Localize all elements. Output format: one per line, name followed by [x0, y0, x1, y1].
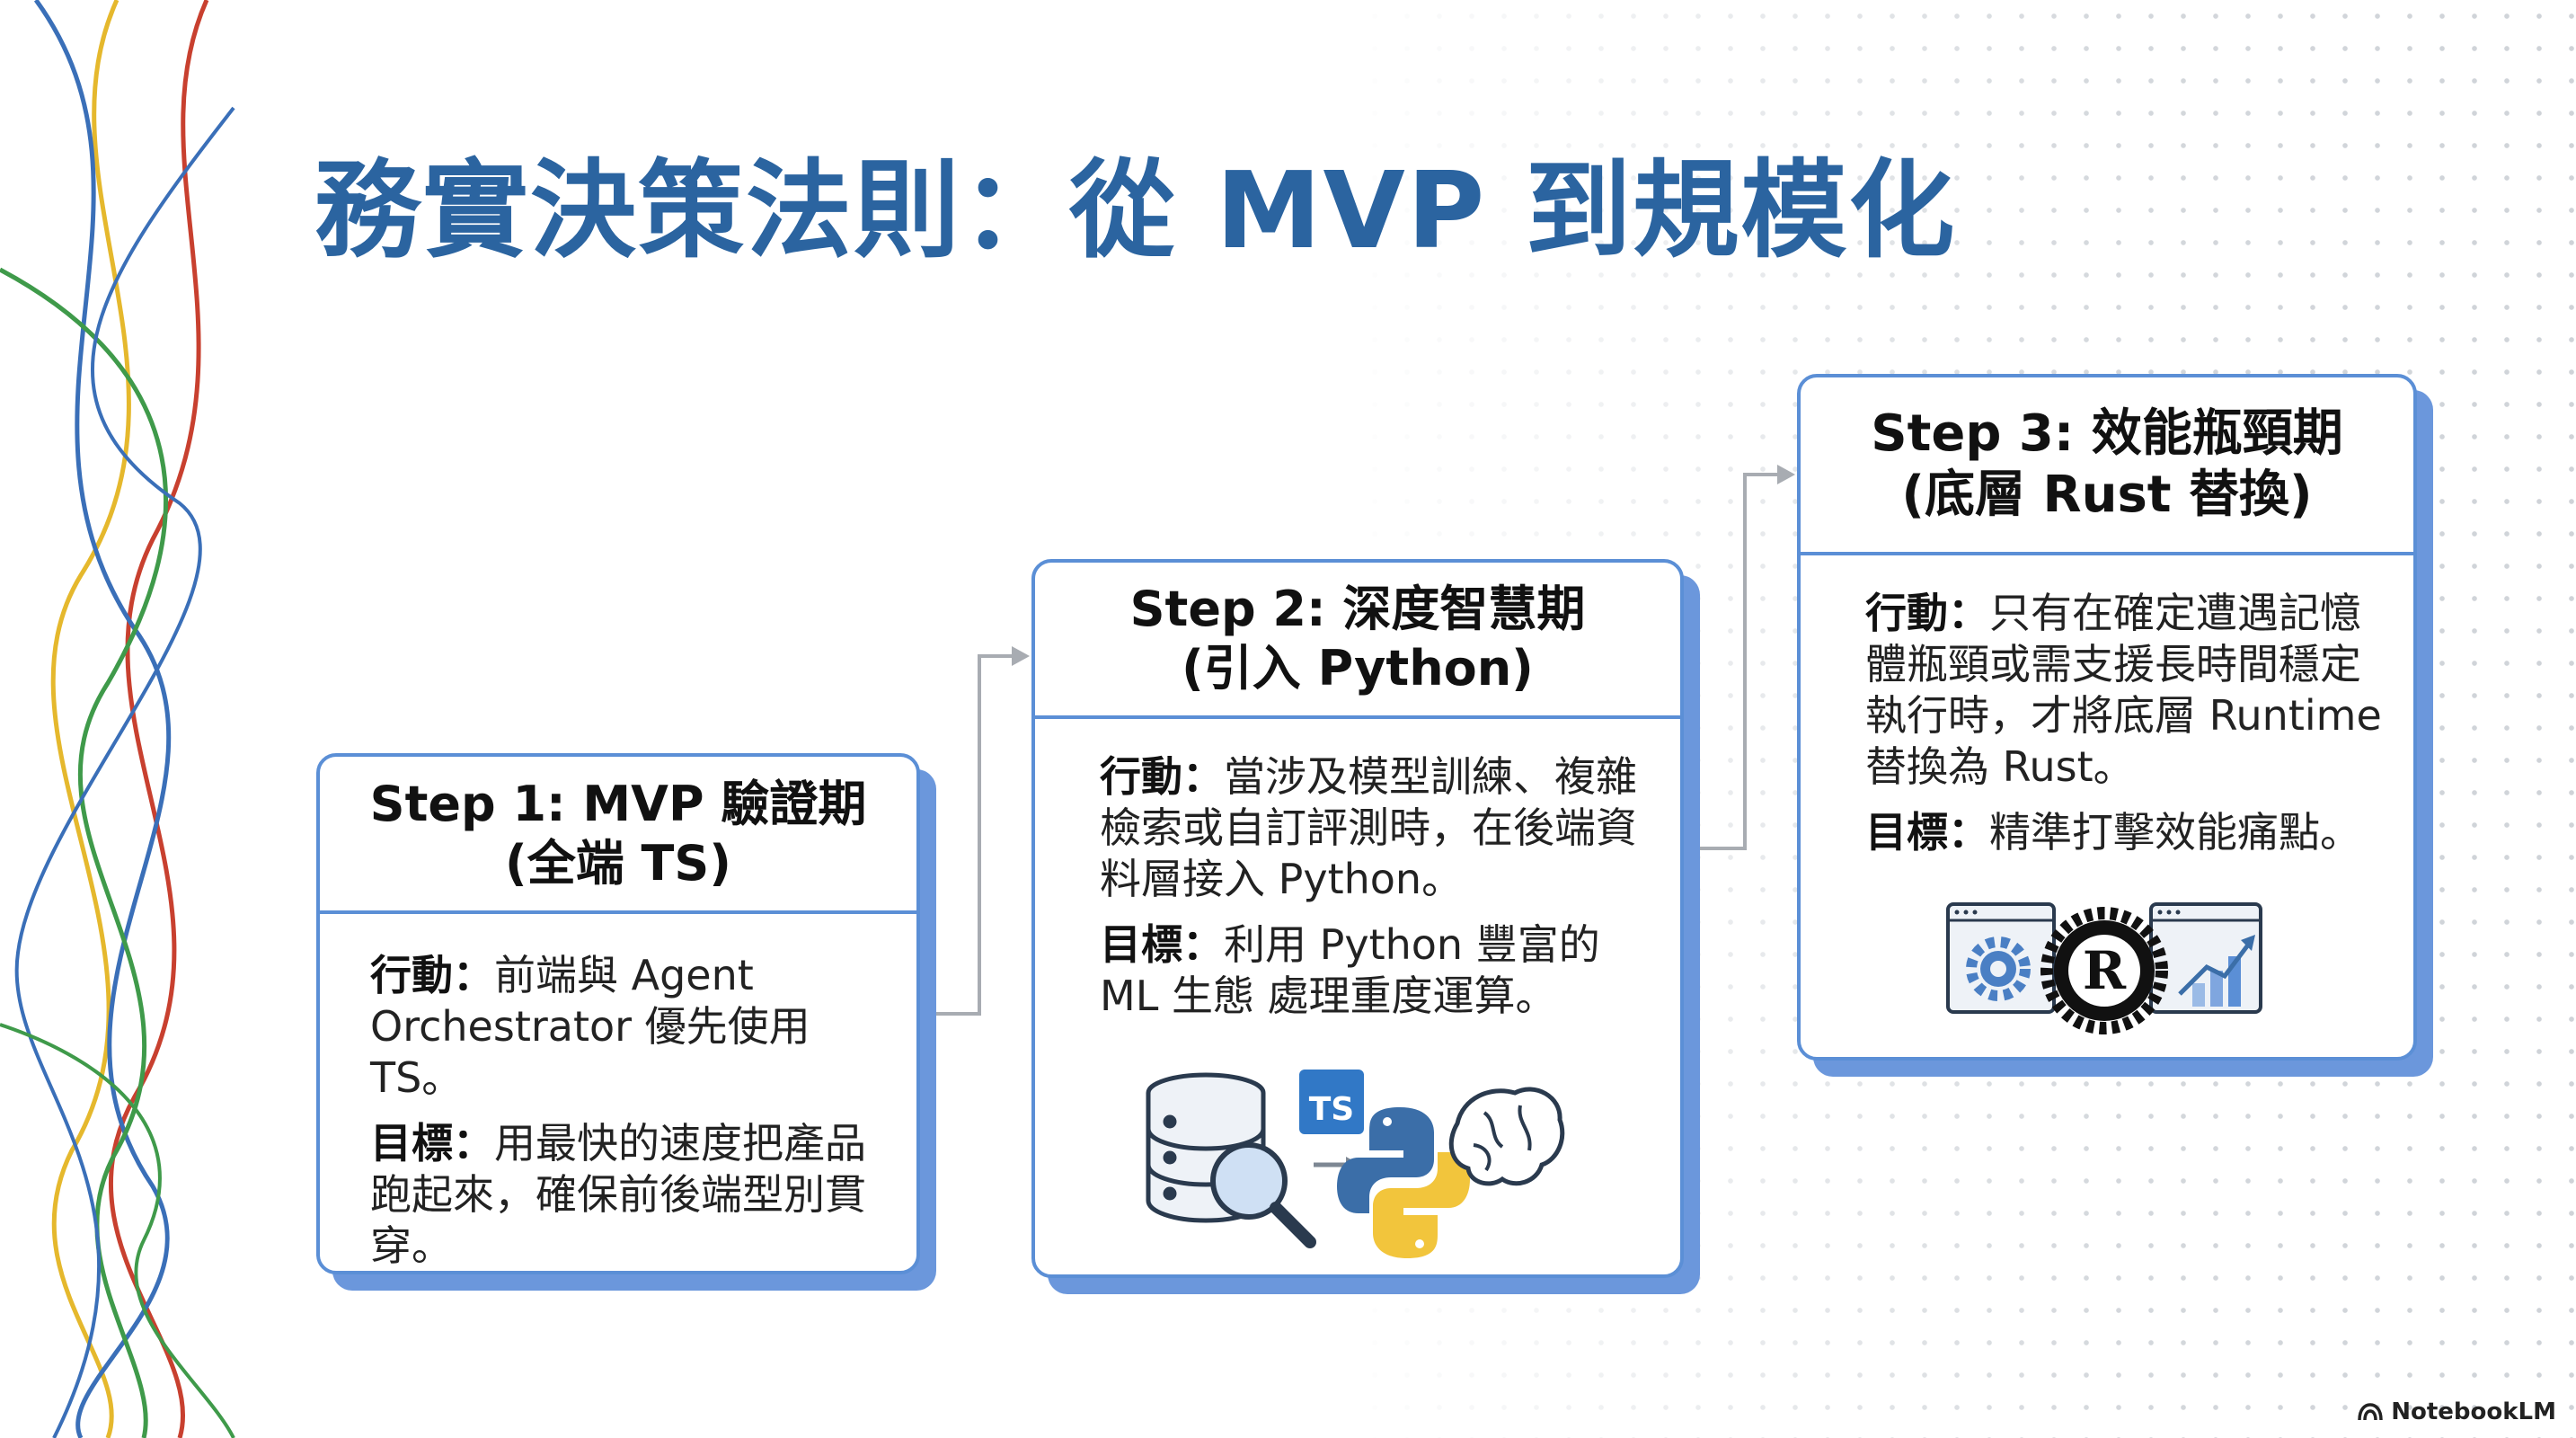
- magnifier-icon: [1210, 1142, 1316, 1248]
- notebooklm-logo-icon: [2358, 1403, 2383, 1421]
- step-1-subtitle: (全端 TS): [505, 834, 731, 892]
- step-3-illustration: R: [1946, 902, 2262, 1034]
- arrowhead-icon: [1777, 465, 1795, 484]
- step-1-goal: 目標：用最快的速度把產品跑起來，確保前後端型別貫穿。: [370, 1118, 895, 1271]
- decorative-waves: [0, 0, 235, 1438]
- step-1-title: Step 1: MVP 驗證期: [369, 775, 867, 832]
- step-1-action: 行動：前端與 Agent Orchestrator 優先使用 TS。: [370, 950, 895, 1104]
- brand-name: NotebookLM: [2391, 1398, 2556, 1425]
- goal-text: 用最快的速度把產品跑起來，確保前後端型別貫穿。: [370, 1119, 866, 1271]
- step-3-header: Step 3: 效能瓶頸期 (底層 Rust 替換): [1801, 377, 2413, 555]
- step-3-title: Step 3: 效能瓶頸期: [1871, 404, 2343, 463]
- brand-footer: NotebookLM: [2357, 1398, 2556, 1425]
- goal-text: 精準打擊效能痛點。: [1989, 808, 2361, 857]
- goal-label: 目標：: [1100, 920, 1224, 970]
- goal-text: 利用 Python 豐富的 ML 生態 處理重度運算。: [1100, 920, 1600, 1021]
- step-2-title: Step 2: 深度智慧期: [1129, 581, 1586, 638]
- action-text: 前端與 Agent Orchestrator 優先使用 TS。: [370, 951, 810, 1103]
- step-2-body: 行動：當涉及模型訓練、複雜檢索或自訂評測時，在後端資料層接入 Python。 目…: [1035, 719, 1680, 1022]
- connector-step2-step3: [1700, 473, 1790, 850]
- step-2-goal: 目標：利用 Python 豐富的 ML 生態 處理重度運算。: [1100, 919, 1666, 1022]
- step-2-subtitle: (引入 Python): [1182, 640, 1534, 697]
- arrowhead-icon: [1012, 646, 1030, 666]
- rust-logo-icon: R: [2040, 907, 2168, 1034]
- action-label: 行動：: [370, 951, 494, 999]
- step-3-goal: 目標：精準打擊效能痛點。: [1865, 807, 2401, 858]
- action-text: 只有在確定遭遇記憶體瓶頸或需支援長時間穩定執行時，才將底層 Runtime 替換…: [1865, 589, 2382, 792]
- step-1-body: 行動：前端與 Agent Orchestrator 優先使用 TS。 目標：用最…: [320, 914, 916, 1271]
- goal-label: 目標：: [370, 1119, 494, 1168]
- ts-badge-text: TS: [1309, 1091, 1354, 1128]
- step-2-illustration: TS: [1146, 1070, 1565, 1258]
- action-label: 行動：: [1865, 589, 1989, 637]
- growth-chart-icon: [2149, 902, 2262, 1014]
- gear-window-icon: [1946, 902, 2056, 1014]
- python-icon: [1337, 1107, 1470, 1258]
- step-3-card: Step 3: 效能瓶頸期 (底層 Rust 替換) 行動：只有在確定遭遇記憶體…: [1797, 374, 2417, 1061]
- page-title: 務實決策法則：從 MVP 到規模化: [314, 148, 1957, 272]
- step-3-body: 行動：只有在確定遭遇記憶體瓶頸或需支援長時間穩定執行時，才將底層 Runtime…: [1801, 555, 2413, 858]
- action-label: 行動：: [1100, 752, 1224, 801]
- step-2-action: 行動：當涉及模型訓練、複雜檢索或自訂評測時，在後端資料層接入 Python。: [1100, 751, 1666, 905]
- brain-icon: [1448, 1087, 1565, 1186]
- step-1-header: Step 1: MVP 驗證期 (全端 TS): [320, 757, 916, 914]
- step-3-action: 行動：只有在確定遭遇記憶體瓶頸或需支援長時間穩定執行時，才將底層 Runtime…: [1865, 588, 2401, 793]
- step-3-subtitle: (底層 Rust 替換): [1901, 466, 2313, 524]
- svg-text:R: R: [2083, 940, 2127, 1001]
- typescript-icon: TS: [1299, 1070, 1364, 1134]
- step-2-header: Step 2: 深度智慧期 (引入 Python): [1035, 563, 1680, 719]
- action-text: 當涉及模型訓練、複雜檢索或自訂評測時，在後端資料層接入 Python。: [1100, 752, 1637, 904]
- step-2-card: Step 2: 深度智慧期 (引入 Python) 行動：當涉及模型訓練、複雜檢…: [1031, 559, 1684, 1278]
- goal-label: 目標：: [1865, 808, 1989, 857]
- step-1-card: Step 1: MVP 驗證期 (全端 TS) 行動：前端與 Agent Orc…: [316, 753, 920, 1274]
- connector-step1-step2: [934, 654, 1024, 1016]
